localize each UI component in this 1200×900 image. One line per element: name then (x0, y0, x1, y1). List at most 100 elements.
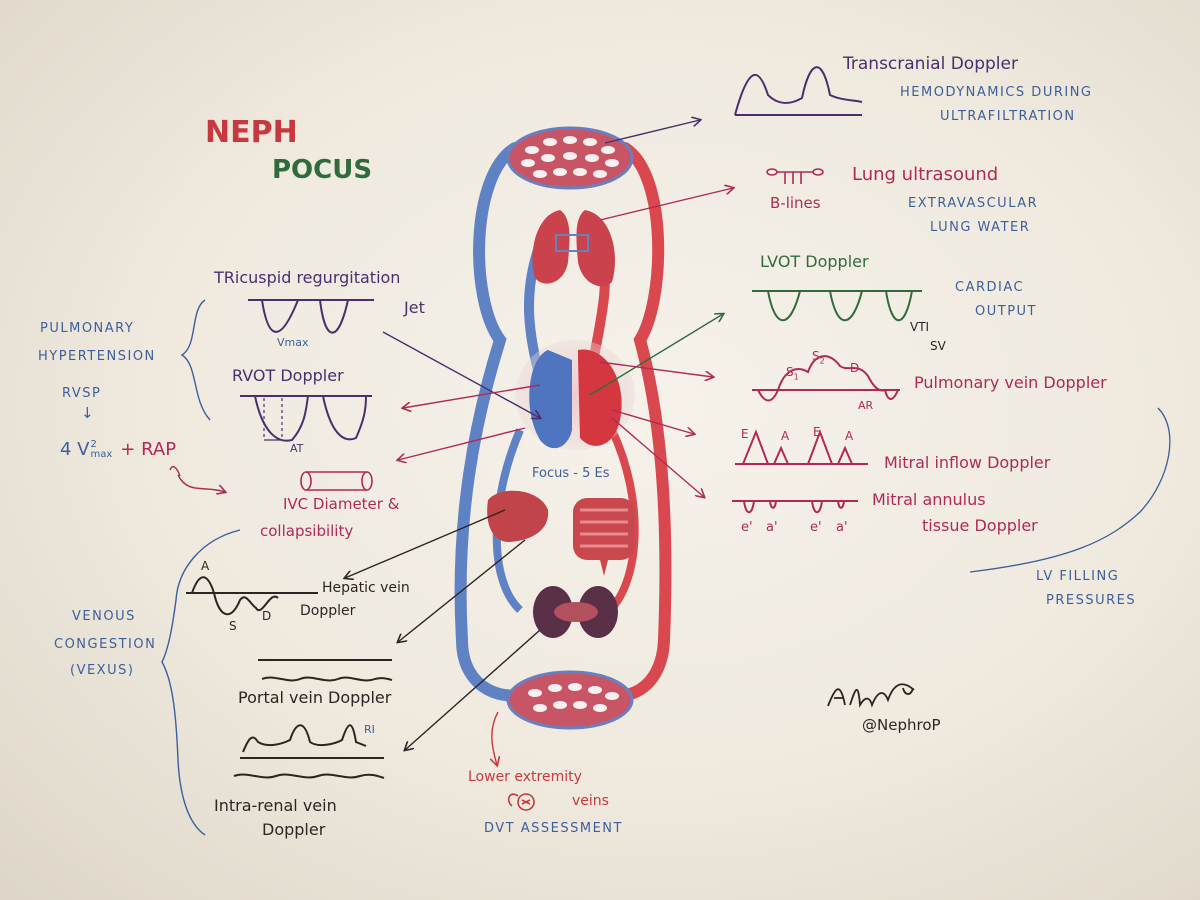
waveform-rvot (240, 395, 372, 442)
arrow-mitral (611, 409, 694, 434)
arrow-ivc (398, 427, 526, 460)
ma-e2: e' (810, 520, 822, 535)
venous-1: VENOUS (72, 609, 136, 624)
lung-desc-1: EXTRAVASCULAR (908, 196, 1039, 211)
vmax-label: Vmax (277, 336, 309, 349)
formula-superscript: 2 (90, 439, 97, 450)
ultrasound-probe-icon (507, 793, 535, 811)
arrow-annulus (611, 417, 704, 497)
pv-s1: S1 (786, 366, 799, 381)
annulus-title-2: tissue Doppler (922, 516, 1038, 535)
tcd-desc-2: ULTRAFILTRATION (940, 109, 1076, 124)
hepatic-title-2: Doppler (300, 603, 356, 619)
tcd-title: Transcranial Doppler (843, 54, 1018, 74)
intrarenal-title-1: Intra-renal vein (214, 796, 337, 815)
lvfill-bracket (969, 407, 1171, 573)
lung-desc-2: LUNG WATER (930, 220, 1031, 235)
systemic-vein (454, 142, 544, 702)
pv-s1-letter: S (786, 365, 794, 379)
venous-3: (VEXUS) (70, 663, 135, 678)
lvfill-1: LV FILLING (1036, 569, 1120, 584)
sv-label: SV (930, 339, 946, 353)
hv-a: A (201, 559, 210, 573)
pv-s1-sub: 1 (793, 372, 799, 382)
intestines (573, 498, 635, 576)
at-label: AT (290, 442, 304, 455)
arrow-lvot (589, 314, 723, 396)
blines-label: B-lines (770, 194, 821, 212)
ri-label: RI (364, 723, 375, 736)
ph-line-1: PULMONARY (40, 321, 135, 336)
title-neph: NEPH (205, 115, 298, 150)
lvfill-2: PRESSURES (1046, 593, 1137, 608)
capillary-bed-bottom (506, 670, 634, 730)
arrows (177, 120, 733, 765)
rvsp-label: RVSP (62, 386, 102, 401)
tr-title-1: TRicuspid regurgitation (214, 268, 401, 287)
waveform-mitral-inflow (735, 429, 868, 465)
lower-extremity-title-1: Lower extremity (468, 769, 582, 785)
formula-subscript: max (90, 449, 113, 460)
intrarenal-title-2: Doppler (262, 820, 326, 839)
arrow-rap-to-ivc (177, 474, 225, 492)
arrow-tcd (604, 120, 700, 144)
hepatic-title-1: Hepatic vein (322, 580, 410, 596)
ma-a2: a' (836, 520, 848, 535)
arrow-portal (398, 539, 526, 642)
lvot-desc-2: OUTPUT (975, 304, 1037, 319)
lung-title: Lung ultrasound (852, 164, 999, 185)
kidneys (533, 586, 618, 638)
arrow-rvot (403, 384, 541, 408)
arrow-lung (599, 188, 733, 221)
annulus-title-1: Mitral annulus (872, 490, 986, 509)
lung-probe-icon (766, 168, 824, 184)
venous-bracket (161, 529, 241, 836)
ivc-icon (300, 471, 373, 491)
mi-e2: E (813, 425, 821, 439)
mi-a1: A (781, 429, 790, 443)
heart (515, 340, 635, 450)
ma-a1: a' (766, 520, 778, 535)
ivc-line-1: IVC Diameter & (283, 495, 400, 513)
signature-mark (827, 683, 915, 708)
pv-d: D (850, 361, 860, 375)
waveform-intrarenal (233, 724, 385, 779)
systemic-artery (592, 142, 672, 702)
pulmvein-title: Pulmonary vein Doppler (914, 373, 1107, 392)
tr-title-2: Jet (404, 298, 425, 317)
pv-ar: AR (858, 399, 874, 412)
ma-e1: e' (741, 520, 753, 535)
ivc-line-2: collapsibility (260, 522, 354, 540)
waveform-hepatic (186, 576, 318, 616)
arrow-hepatic (345, 509, 506, 578)
portal-title: Portal vein Doppler (238, 688, 392, 707)
arrow-pulmvein (599, 361, 713, 377)
ph-bracket (180, 299, 211, 421)
waveform-tcd (734, 66, 863, 116)
lvot-desc-1: CARDIAC (955, 280, 1025, 295)
focus-caption: Focus - 5 Es (532, 466, 610, 481)
title-pocus: POCUS (272, 155, 373, 185)
tcd-desc-1: HEMODYNAMICS DURING (900, 85, 1093, 100)
hv-d: D (262, 609, 272, 623)
arrow-tr (382, 331, 540, 418)
lvot-title: LVOT Doppler (760, 252, 869, 271)
pv-s2-letter: S (812, 349, 820, 363)
lower-extremity-title-2: veins (572, 793, 609, 809)
rvsp-arrow: ↓ (81, 404, 94, 422)
mi-e1: E (741, 427, 749, 441)
mitral-title: Mitral inflow Doppler (884, 453, 1051, 472)
waveform-pulmvein (752, 355, 900, 402)
liver (487, 490, 549, 543)
circulation (454, 126, 672, 730)
capillary-bed-top (506, 126, 634, 190)
waveform-portal (258, 659, 393, 682)
dvt-label: DVT ASSESSMENT (484, 821, 623, 836)
rvot-title: RVOT Doppler (232, 366, 344, 385)
mi-a2: A (845, 429, 854, 443)
lungs (532, 210, 615, 287)
